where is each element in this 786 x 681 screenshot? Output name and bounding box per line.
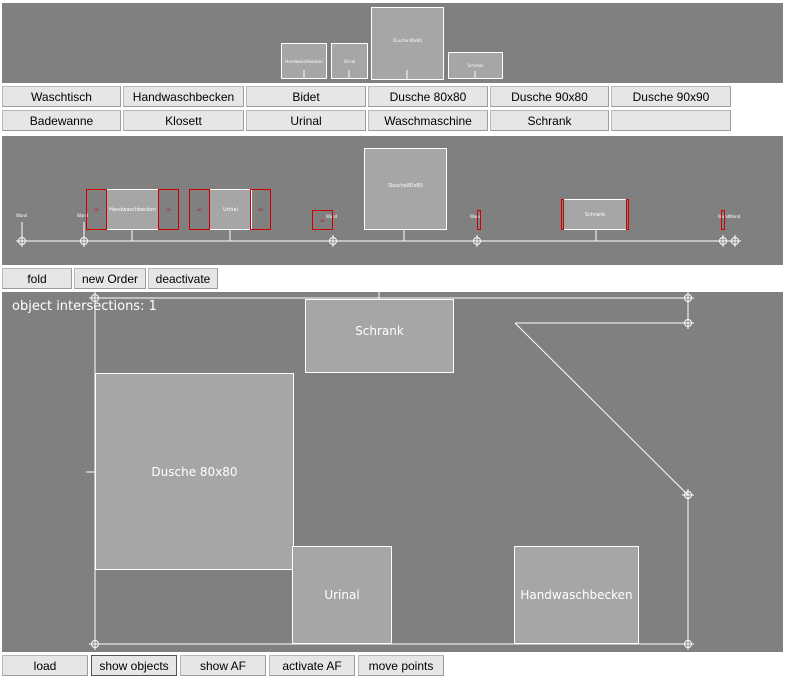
- distance-marker: 20: [312, 210, 333, 230]
- catalog-button-dusche-90x90[interactable]: Dusche 90x90: [611, 86, 731, 107]
- catalog-button-dusche-80x80[interactable]: Dusche 80x80: [368, 86, 488, 107]
- catalog-button-waschmaschine[interactable]: Waschmaschine: [368, 110, 488, 131]
- catalog-preview-panel: Handwaschbecken Urinal Dusche 80x80 Schr…: [2, 3, 783, 83]
- plan-object-urinal[interactable]: Urinal: [292, 546, 392, 644]
- catalog-button-dusche-90x80[interactable]: Dusche 90x80: [490, 86, 609, 107]
- strip-object-schrank[interactable]: Schrank: [563, 199, 627, 230]
- strip-object-handwaschbecken[interactable]: Handwaschbecken: [106, 189, 159, 230]
- catalog-button-klosett[interactable]: Klosett: [123, 110, 244, 131]
- wall-label-3: Wand: [326, 214, 338, 219]
- catalog-thumb-ticks: [303, 70, 476, 79]
- catalog-button-badewanne[interactable]: Badewanne: [2, 110, 121, 131]
- new-order-button[interactable]: new Order: [74, 268, 146, 289]
- show-af-button[interactable]: show AF: [180, 655, 266, 676]
- catalog-button-urinal[interactable]: Urinal: [246, 110, 366, 131]
- wall-label-4: Wand: [470, 214, 482, 219]
- distance-marker-thin: [626, 199, 629, 230]
- catalog-button-handwaschbecken[interactable]: Handwaschbecken: [123, 86, 244, 107]
- distance-marker: 20: [158, 189, 179, 230]
- floor-plan-canvas[interactable]: object intersections: 1 Schrank Dusche 8…: [2, 292, 783, 652]
- distance-marker-thin: [477, 210, 481, 230]
- wall-strip-panel: Wand Wand Wand Wand Wand Wand Handwaschb…: [2, 136, 783, 265]
- activate-af-button[interactable]: activate AF: [269, 655, 355, 676]
- distance-marker-thin: [721, 210, 725, 230]
- wall-label-1: Wand: [16, 213, 28, 218]
- strip-object-urinal[interactable]: Urinal: [209, 189, 252, 230]
- catalog-button-bidet[interactable]: Bidet: [246, 86, 366, 107]
- catalog-button-schrank[interactable]: Schrank: [490, 110, 609, 131]
- distance-marker-thin: [561, 199, 564, 230]
- deactivate-button[interactable]: deactivate: [148, 268, 218, 289]
- intersections-status: object intersections: 1: [12, 299, 157, 314]
- load-button[interactable]: load: [2, 655, 88, 676]
- wall-label-6: Wand: [729, 214, 741, 219]
- move-points-button[interactable]: move points: [358, 655, 444, 676]
- plan-object-dusche[interactable]: Dusche 80x80: [95, 373, 294, 570]
- distance-marker: 20: [250, 189, 271, 230]
- show-objects-button[interactable]: show objects: [91, 655, 177, 676]
- fold-button[interactable]: fold: [2, 268, 72, 289]
- plan-object-handwaschbecken[interactable]: Handwaschbecken: [514, 546, 639, 644]
- catalog-button-waschtisch[interactable]: Waschtisch: [2, 86, 121, 107]
- wall-label-5: Wand: [718, 214, 730, 219]
- catalog-thumb-dusche: Dusche 80x80: [371, 7, 444, 80]
- wall-label-2: Wand: [77, 213, 89, 218]
- distance-marker: 20: [86, 189, 107, 230]
- wall-strip-lines: [16, 222, 741, 247]
- catalog-button-empty[interactable]: [611, 110, 731, 131]
- strip-object-dusche[interactable]: Dusche80x80: [364, 148, 447, 230]
- plan-object-schrank[interactable]: Schrank: [305, 299, 454, 373]
- distance-marker: 20: [189, 189, 210, 230]
